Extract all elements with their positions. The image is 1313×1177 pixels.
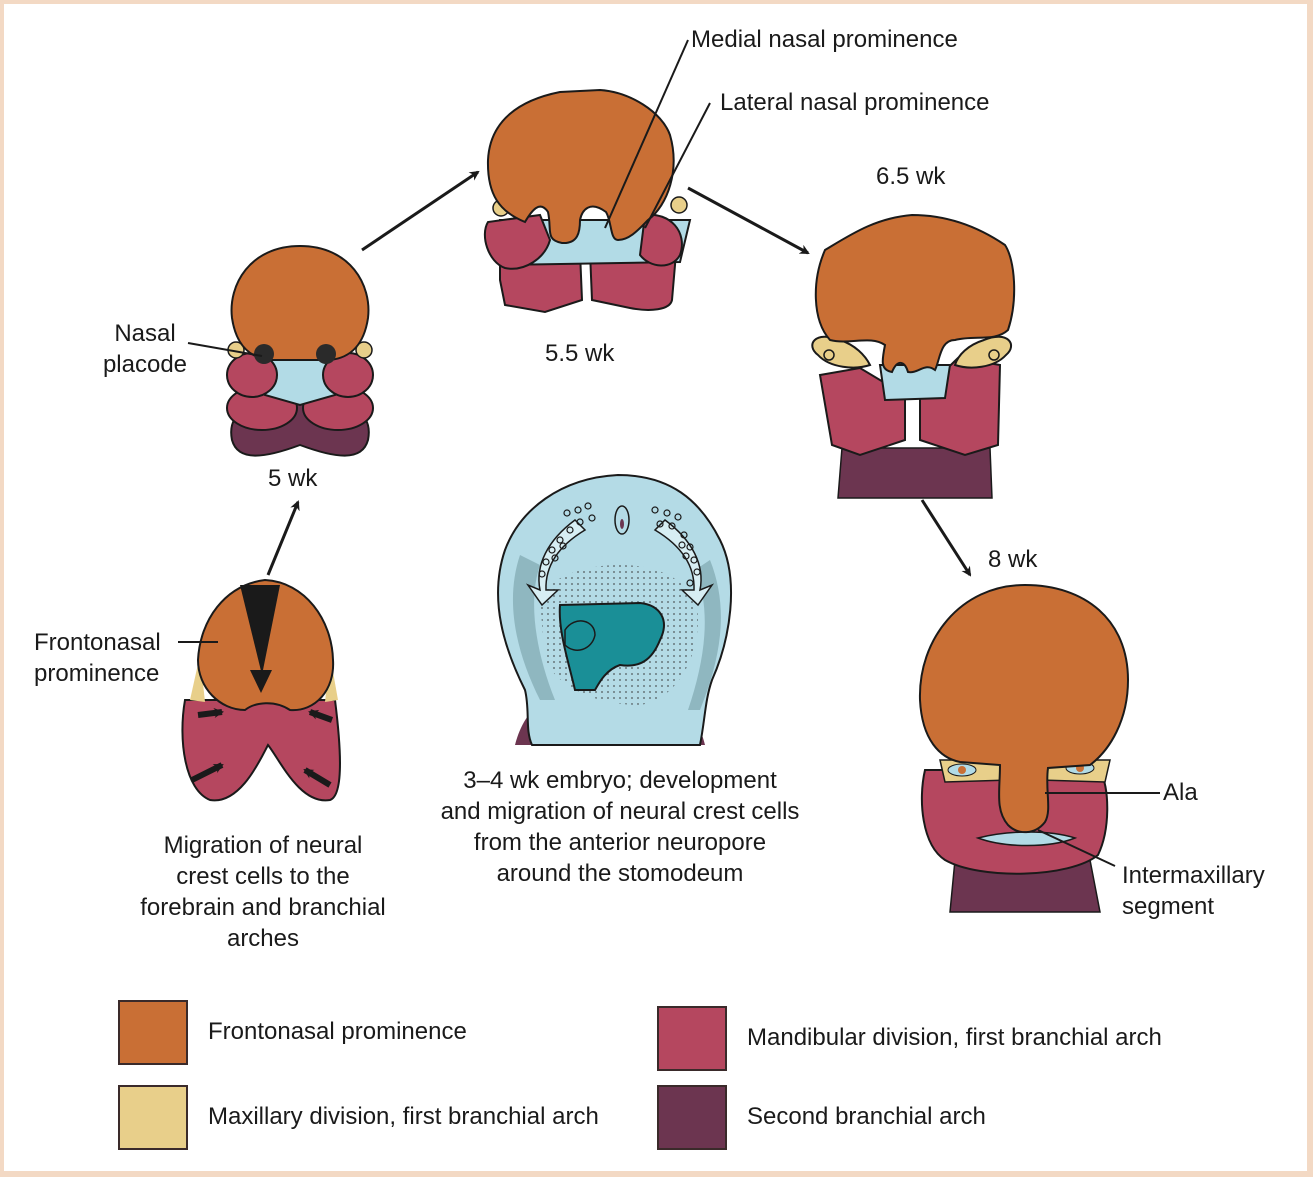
medial-nasal-leader — [604, 39, 689, 229]
intermaxillary-segment-label: Intermaxillary segment — [1122, 862, 1265, 920]
embryo-3-4wk — [497, 473, 733, 746]
arrow-5wk-to-5.5wk — [361, 170, 480, 252]
legend-swatch-second-arch — [657, 1085, 727, 1150]
embryo-6.5wk — [811, 213, 1016, 499]
progression-arrows — [266, 170, 972, 577]
lateral-nasal-leader — [644, 102, 711, 229]
early-embryo-caption: 3–4 wk embryo; development and migration… — [440, 767, 800, 887]
legend-swatch-frontonasal — [118, 1000, 188, 1065]
stage-label-6.5wk: 6.5 wk — [876, 163, 946, 190]
embryo-8wk — [918, 583, 1130, 913]
legend-swatch-mandibular — [657, 1006, 727, 1071]
migration-caption: Migration of neural crest cells to the f… — [140, 832, 386, 952]
stage-label-8wk: 8 wk — [988, 546, 1038, 573]
embryo-5.5wk — [483, 88, 692, 314]
legend-label-maxillary: Maxillary division, first branchial arch — [208, 1103, 599, 1130]
intermaxillary-leader — [1037, 829, 1116, 867]
legend-swatch-maxillary — [118, 1085, 188, 1150]
frontonasal-prominence-label: Frontonasal prominence — [34, 629, 161, 687]
legend-label-mandibular: Mandibular division, first branchial arc… — [747, 1024, 1162, 1051]
nasal-placode-leader — [187, 342, 263, 357]
arrow-migration-to-5wk — [266, 500, 300, 576]
legend-label-second-arch: Second branchial arch — [747, 1103, 986, 1130]
lateral-nasal-prominence-label: Lateral nasal prominence — [720, 89, 990, 116]
legend-label-frontonasal: Frontonasal prominence — [208, 1018, 467, 1045]
nasal-placode-label: Nasal placode — [102, 320, 188, 378]
embryo-migration — [181, 578, 341, 802]
arrow-5.5wk-to-6.5wk — [687, 186, 810, 255]
stage-label-5.5wk: 5.5 wk — [545, 340, 615, 367]
medial-nasal-prominence-label: Medial nasal prominence — [691, 26, 958, 53]
ala-label: Ala — [1163, 779, 1198, 806]
embryo-5wk — [226, 244, 374, 457]
arrow-6.5wk-to-8wk — [920, 499, 972, 577]
stage-label-5wk: 5 wk — [268, 465, 318, 492]
